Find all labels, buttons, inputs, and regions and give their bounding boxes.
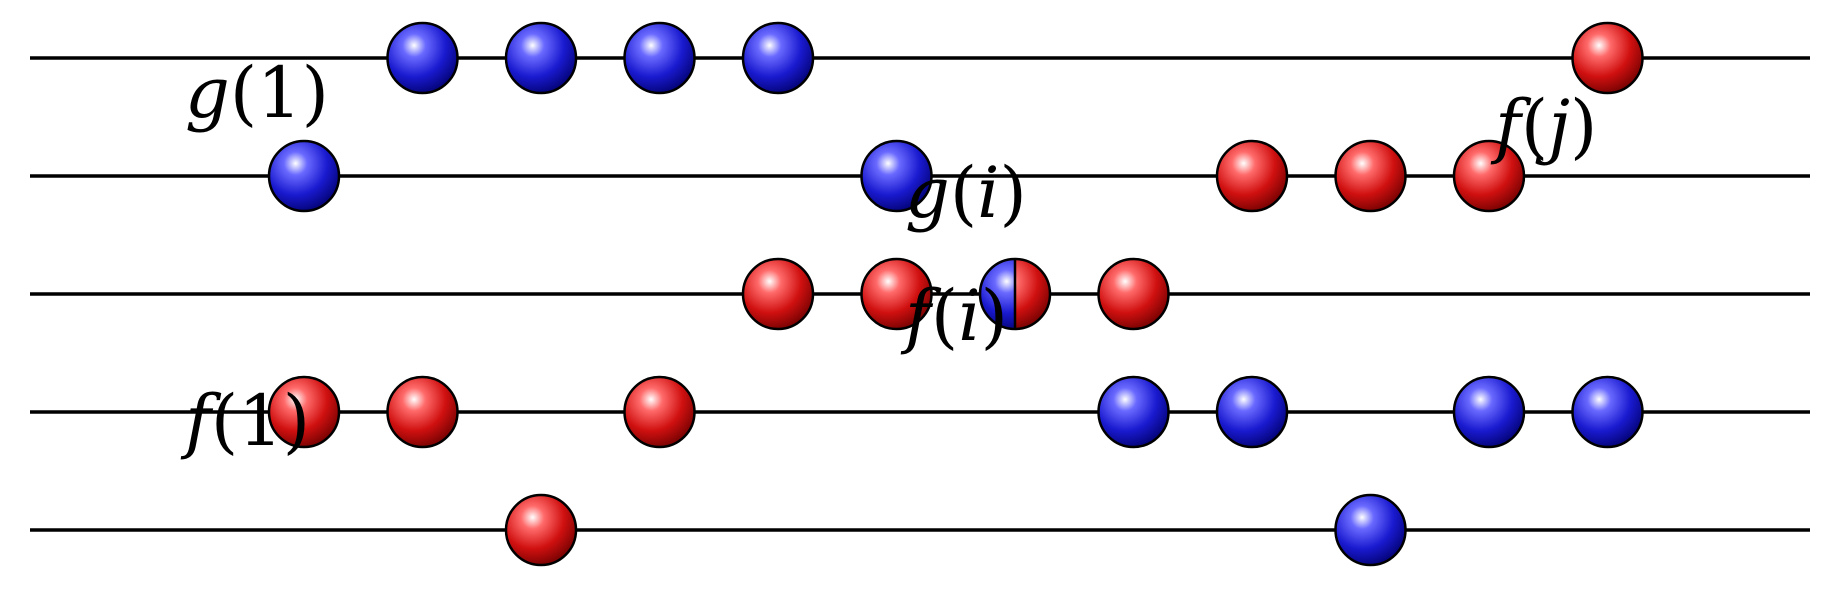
red-ball-fill — [1217, 141, 1287, 211]
split-ball-blue-half — [980, 259, 1015, 329]
blue-ball-fill — [1098, 377, 1169, 447]
ball-outline — [1452, 375, 1526, 449]
red-ball — [504, 493, 578, 567]
red-ball-fill — [506, 495, 576, 565]
ball-outline — [1571, 21, 1644, 95]
red-ball — [267, 375, 341, 449]
red-ball-fill — [1335, 141, 1406, 211]
blue-ball — [1571, 375, 1644, 449]
blue-ball-fill — [624, 23, 695, 93]
label-f-j: f(j) — [1490, 85, 1597, 167]
red-ball — [1215, 139, 1289, 213]
red-ball-fill — [743, 259, 813, 329]
label-g-1: g(1) — [185, 52, 329, 134]
red-ball — [1571, 21, 1644, 95]
ball-outline — [1452, 139, 1526, 213]
ball-outline — [386, 375, 459, 449]
blue-ball-fill — [269, 141, 339, 211]
blue-ball — [267, 139, 341, 213]
label-f-i: f(i) — [900, 275, 1008, 357]
ball-outline — [978, 257, 1052, 331]
blue-ball — [1097, 375, 1170, 449]
ball-outline — [1334, 139, 1407, 213]
red-ball — [386, 375, 459, 449]
ball-outline — [1097, 257, 1170, 331]
balls — [267, 21, 1644, 567]
ball-outline — [860, 139, 933, 213]
ball-outline — [267, 375, 341, 449]
red-ball-fill — [387, 377, 458, 447]
label-g-i: g(i) — [905, 152, 1027, 234]
blue-ball-fill — [861, 141, 932, 211]
blue-ball-fill — [743, 23, 813, 93]
red-ball — [860, 257, 933, 331]
blue-ball-fill — [1217, 377, 1287, 447]
blue-ball-fill — [1454, 377, 1524, 447]
red-ball-fill — [861, 259, 932, 329]
blue-ball — [1452, 375, 1526, 449]
blue-ball — [1215, 375, 1289, 449]
split-ball-red-half — [1015, 259, 1050, 329]
ball-outline — [1215, 375, 1289, 449]
red-ball-fill — [624, 377, 695, 447]
blue-ball — [386, 21, 459, 95]
blue-ball — [741, 21, 815, 95]
blue-ball — [1334, 493, 1407, 567]
blue-ball-fill — [387, 23, 458, 93]
label-f-1: f(1) — [180, 380, 310, 462]
blue-ball — [504, 21, 578, 95]
split-ball — [978, 257, 1052, 331]
red-ball — [741, 257, 815, 331]
blue-ball-fill — [506, 23, 576, 93]
ball-outline — [386, 21, 459, 95]
blue-ball — [860, 139, 933, 213]
blue-ball-fill — [1572, 377, 1643, 447]
ball-outline — [267, 139, 341, 213]
red-ball — [1452, 139, 1526, 213]
red-ball-fill — [269, 377, 339, 447]
ball-outline — [623, 375, 696, 449]
labels: g(1) f(j) g(i) f(i) f(1) — [180, 52, 1597, 462]
ball-outline — [741, 257, 815, 331]
red-ball-fill — [1098, 259, 1169, 329]
ball-outline — [741, 21, 815, 95]
red-ball — [623, 375, 696, 449]
ball-outline — [1571, 375, 1644, 449]
red-ball-fill — [1454, 141, 1524, 211]
ball-outline — [1097, 375, 1170, 449]
ball-outline — [860, 257, 933, 331]
blue-ball-fill — [1335, 495, 1406, 565]
ball-outline — [623, 21, 696, 95]
red-ball — [1097, 257, 1170, 331]
ball-outline — [504, 493, 578, 567]
red-ball — [1334, 139, 1407, 213]
red-ball-fill — [1572, 23, 1643, 93]
blue-ball — [623, 21, 696, 95]
ball-outline — [1334, 493, 1407, 567]
ball-outline — [504, 21, 578, 95]
ball-outline — [1215, 139, 1289, 213]
